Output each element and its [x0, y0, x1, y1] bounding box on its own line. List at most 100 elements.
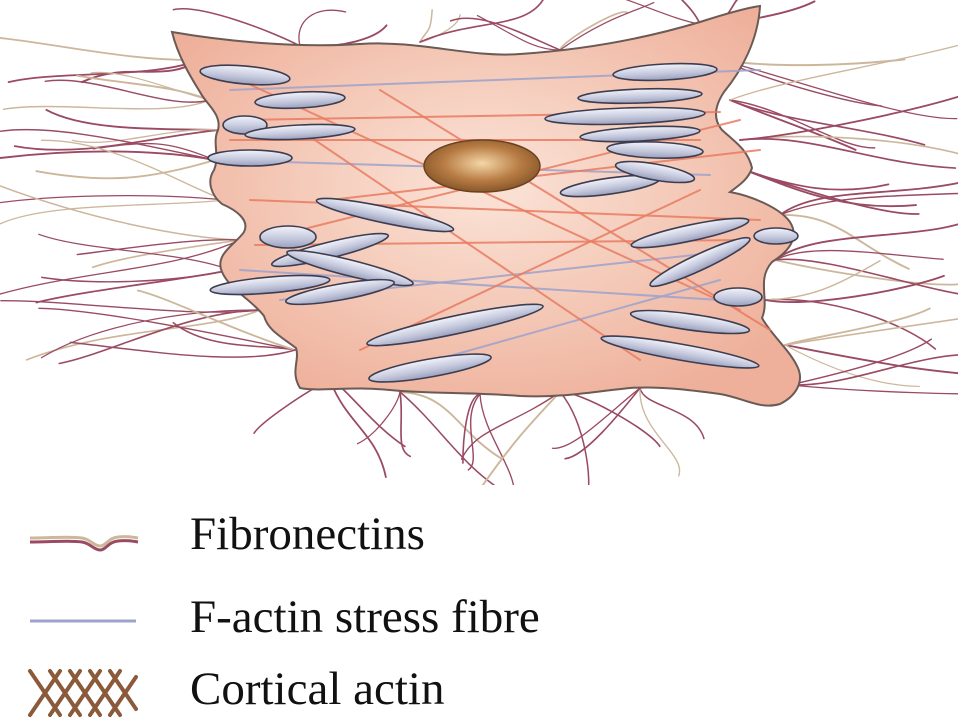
fibronectin-fibre [298, 9, 347, 47]
fibronectin-fibre [744, 169, 890, 191]
fibronectin-fibres [0, 0, 958, 485]
fibronectin-fibre [38, 307, 296, 351]
fibronectin-fibre [0, 239, 241, 295]
fibronectin-fibre [45, 108, 221, 131]
stress-fibre [239, 79, 741, 311]
focal-adhesion [600, 335, 760, 369]
stress-fibre [359, 189, 701, 351]
fibronectin-fibre [419, 13, 461, 43]
fibronectin-fibre [92, 142, 216, 161]
focal-adhesion [366, 303, 544, 347]
fibronectin-fibre [44, 79, 211, 103]
focal-adhesion [606, 141, 704, 159]
fibronectin-fibre [71, 128, 221, 144]
fibronectin-fibre [779, 192, 958, 216]
fibronectin-fibre [419, 9, 433, 43]
cell-diagram [0, 0, 958, 485]
fibronectin-fibre [729, 99, 926, 146]
fibronectin-fibre [739, 135, 958, 155]
stress-fibre [299, 129, 641, 361]
fibronectin-fibre [449, 17, 561, 51]
fibronectin-fibre [0, 185, 241, 241]
focal-adhesion [544, 106, 706, 126]
focal-adhesion [368, 353, 492, 383]
fibronectin-fibre [784, 344, 958, 375]
fibronectin-fibre [779, 182, 958, 216]
fibronectin-fibre [739, 138, 957, 169]
fibronectin-fibre [559, 11, 629, 51]
legend-fibronectins: Fibronectins [0, 502, 958, 566]
fibronectin-fibre [719, 59, 958, 120]
focal-adhesion [286, 249, 414, 287]
fibronectin-fibre [460, 391, 561, 460]
fibronectin-fibre [35, 159, 216, 180]
legend-label-cortical-actin: Cortical actin [190, 663, 445, 715]
nucleus [423, 139, 541, 193]
fibronectin-fibre [419, 0, 544, 43]
fibronectin-fibre [551, 387, 641, 449]
fibronectin-fibre [467, 393, 481, 471]
fibronectin-fibre [76, 74, 211, 101]
legend-label-factin: F-actin stress fibre [190, 591, 540, 643]
fibronectin-fibre [729, 99, 876, 149]
fibronectin-fibre [639, 387, 681, 477]
cortical-actin-mesh-icon [28, 669, 138, 717]
fibronectin-fibre [38, 233, 231, 271]
cell-body [170, 4, 801, 407]
fibronectin-fibre [0, 128, 216, 161]
focal-adhesion [579, 125, 701, 143]
focal-adhesion [315, 197, 455, 233]
fibronectin-fibre [774, 223, 958, 261]
fibronectin-fibre [481, 391, 561, 485]
fibronectin-fibre [789, 354, 958, 386]
focal-adhesion [209, 274, 331, 296]
focal-adhesion [649, 236, 751, 288]
fibronectin-fibre [764, 260, 881, 301]
fibronectin-fibre [41, 269, 231, 283]
fibronectin-fibre [356, 391, 401, 445]
fibronectin-fibre [2, 99, 211, 111]
focal-adhesion [630, 217, 750, 249]
fibronectin-fibre [90, 71, 211, 101]
fibronectin-fibre [172, 8, 301, 47]
fibronectin-fibre [559, 391, 661, 448]
fibronectin-fibre [0, 199, 226, 225]
fibronectin-fibre [25, 309, 261, 361]
focal-adhesion [629, 309, 751, 335]
fibronectin-fibre [784, 307, 931, 346]
fibronectin-fibre [0, 300, 261, 313]
fibronectin-fibre [7, 59, 201, 84]
fibronectin-fibre [739, 95, 958, 141]
fibronectin-fibre [789, 384, 958, 395]
focal-adhesion [713, 287, 763, 307]
legend-cortical-actin: Cortical actin [0, 657, 958, 721]
fibronectin-swatch-icon [29, 535, 139, 552]
fibronectin-fibre [774, 259, 958, 286]
fibronectin-fibre [559, 1, 655, 51]
stress-fibre [379, 89, 771, 331]
stress-fibre [239, 269, 721, 301]
legend-label-fibronectins: Fibronectins [190, 508, 425, 560]
fibronectin-fibre [774, 258, 958, 295]
fibronectin-fibre [0, 37, 201, 61]
fibronectin-fibre [172, 321, 296, 351]
focal-adhesion [244, 123, 356, 141]
focal-adhesion [612, 62, 718, 82]
fibronectin-fibre [789, 338, 933, 386]
fibronectin-fibre [0, 150, 216, 161]
focal-adhesion [259, 225, 317, 249]
stress-fibre [329, 149, 761, 201]
fibronectin-fibre [744, 169, 917, 208]
fibronectin-fibre [559, 391, 590, 485]
fibronectin-fibre [399, 391, 412, 458]
fibronectin-fibre [764, 298, 937, 350]
fibronectin-fibre [774, 249, 944, 261]
fibronectin-fibre [91, 239, 241, 269]
focal-adhesion [577, 87, 703, 105]
focal-adhesion [614, 160, 696, 184]
fibronectin-fibre [764, 274, 945, 303]
stress-fibre-swatch-icon [30, 619, 136, 623]
focal-adhesion [207, 149, 293, 167]
fibronectin-fibre [784, 344, 921, 388]
legend-factin: F-actin stress fibre [0, 585, 958, 649]
